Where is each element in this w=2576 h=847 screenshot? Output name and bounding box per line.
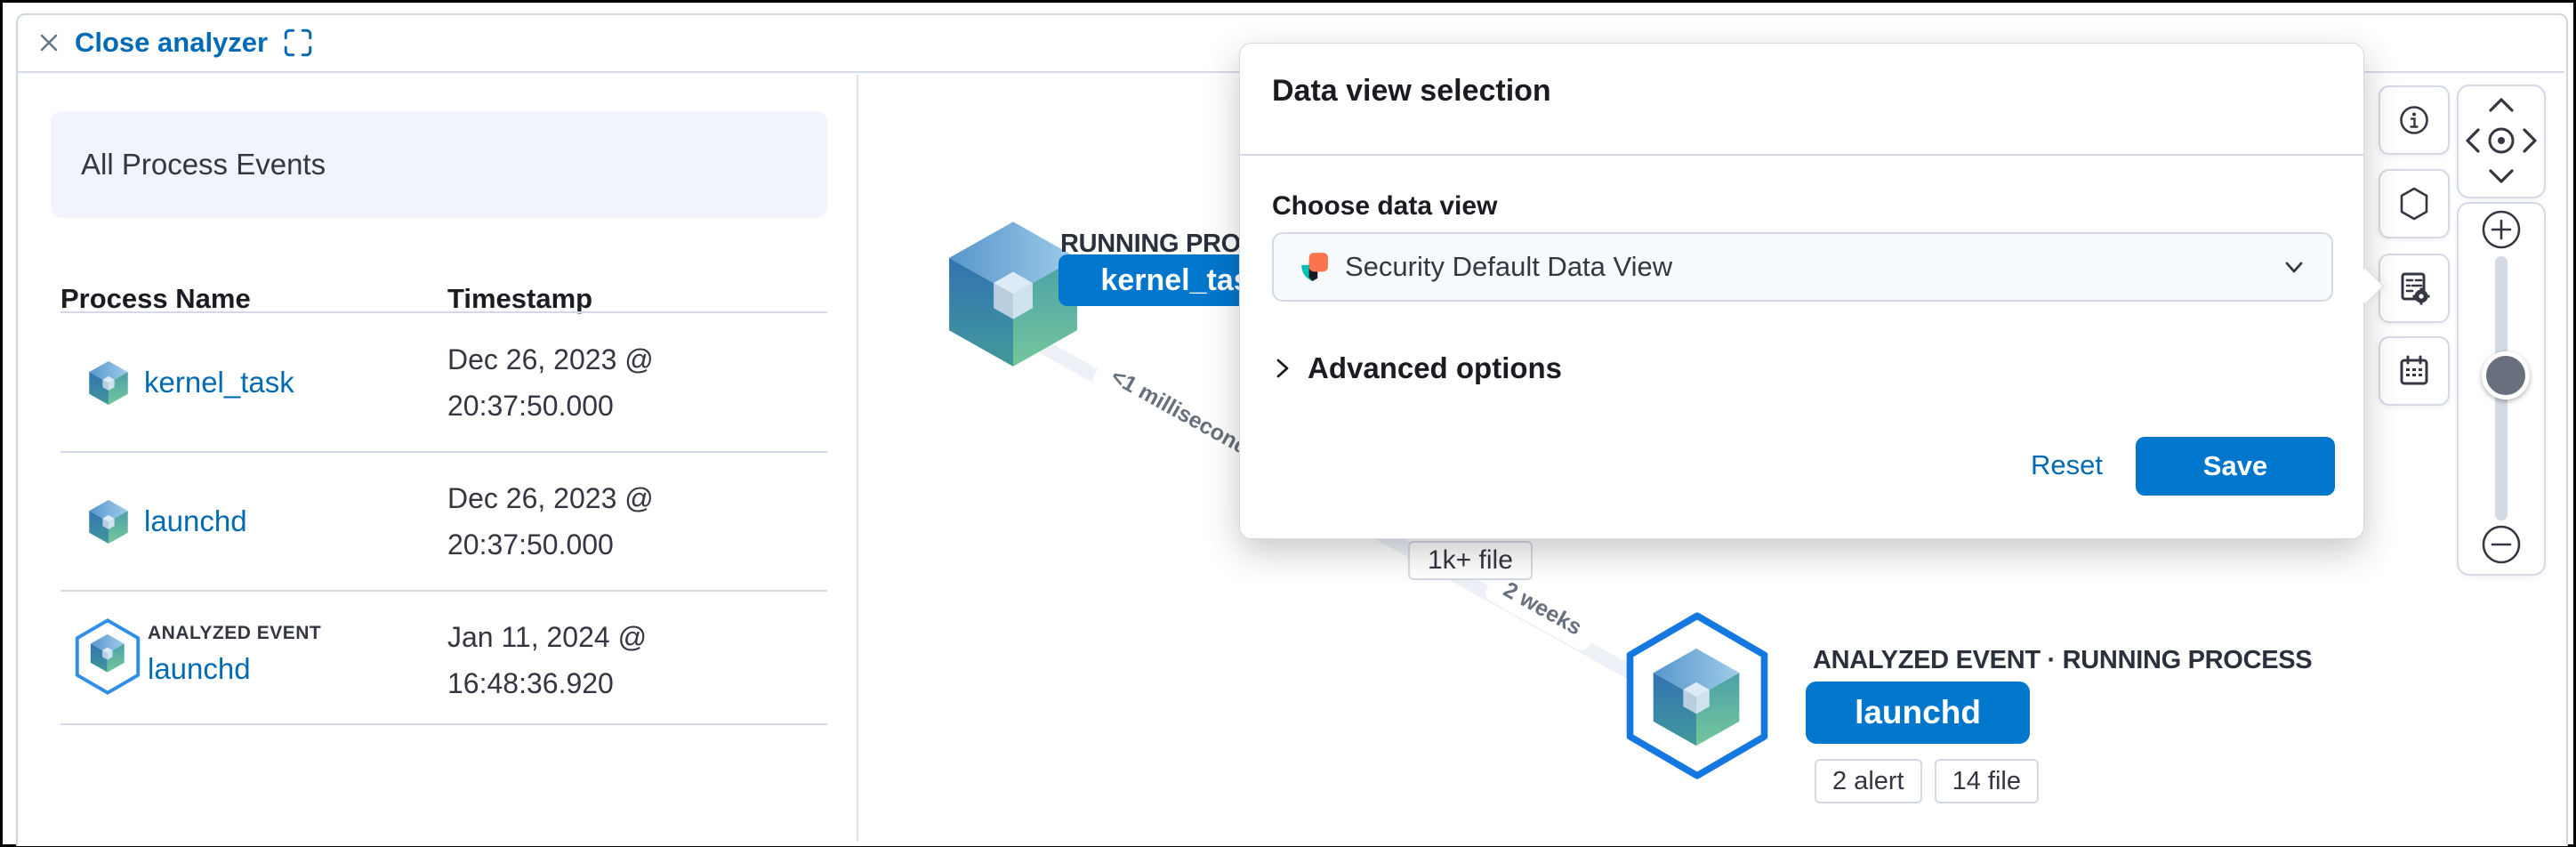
security-logo-icon [1301,253,1328,281]
process-link[interactable]: launchd [148,652,251,685]
node-type-label: ANALYZED EVENT · RUNNING PROCESS [1813,646,2313,674]
zoom-out-button[interactable] [2481,524,2522,565]
column-header-process-name: Process Name [60,283,251,314]
chevron-right-icon [1276,359,1289,378]
table-divider [60,311,827,313]
advanced-options-toggle[interactable]: Advanced options [1272,351,1562,385]
timestamp-cell: Dec 26, 2023 @ 20:37:50.000 [447,475,654,568]
zoom-in-button[interactable] [2481,209,2522,250]
node-badges: 2 alert 14 file [1815,759,2039,803]
timestamp-line: Jan 11, 2024 @ [447,621,648,653]
events-filter-box[interactable]: All Process Events [51,111,827,218]
selected-data-view: Security Default Data View [1345,251,1673,282]
data-view-popover: Data view selection Choose data view Sec… [1239,43,2364,539]
popover-title-divider [1240,154,2363,156]
process-link[interactable]: launchd [144,504,247,537]
timestamp-line: Dec 26, 2023 @ [447,343,654,375]
timestamp-cell: Dec 26, 2023 @ 20:37:50.000 [447,336,654,429]
schema-info-button[interactable] [2379,169,2450,238]
advanced-options-label: Advanced options [1308,351,1563,384]
hexagon-icon [2400,187,2428,221]
close-analyzer-label: Close analyzer [75,26,269,58]
timestamp-line: 16:48:36.920 [447,667,614,699]
panel-graph-divider [857,75,858,842]
timestamp-line: 20:37:50.000 [447,528,614,561]
process-cube-icon [89,499,128,544]
date-picker-button[interactable] [2379,336,2450,406]
alert-count-badge[interactable]: 2 alert [1815,759,1922,803]
analyzed-event-hexagon-icon [75,618,141,695]
pan-right-button[interactable] [2519,125,2540,157]
choose-data-view-label: Choose data view [1272,191,1498,221]
timestamp-line: 20:37:50.000 [447,390,614,422]
node-legend-button[interactable] [2379,85,2450,155]
data-view-select[interactable]: Security Default Data View [1272,232,2333,302]
pan-down-button[interactable] [2485,165,2517,187]
pan-left-button[interactable] [2462,125,2483,157]
zoom-slider-thumb[interactable] [2482,351,2530,399]
reset-button[interactable]: Reset [2031,449,2103,480]
file-count-badge[interactable]: 14 file [1934,759,2039,803]
table-divider [60,723,827,725]
data-view-settings-button[interactable] [2379,254,2450,323]
process-cube-icon [89,360,128,406]
close-analyzer-button[interactable]: Close analyzer [37,27,268,59]
info-icon [2400,106,2428,134]
analyzed-node-hexagon[interactable] [1621,610,1774,781]
column-header-timestamp: Timestamp [447,283,593,314]
chevron-down-icon [2285,262,2303,273]
timestamp-cell: Jan 11, 2024 @ 16:48:36.920 [447,614,647,706]
timestamp-line: Dec 26, 2023 @ [447,482,654,514]
pan-up-button[interactable] [2485,94,2517,116]
file-count-badge[interactable]: 1k+ file [1408,541,1533,580]
process-node-button[interactable]: launchd [1806,682,2030,744]
calendar-icon [2400,355,2428,385]
table-divider [60,451,827,453]
center-graph-button[interactable] [2483,123,2519,158]
gear-glyph [2412,287,2430,305]
popover-title: Data view selection [1272,74,1551,108]
data-view-gear-icon [2401,272,2430,305]
close-icon [40,34,58,51]
events-filter-label: All Process Events [81,148,326,181]
analyzed-event-badge: ANALYZED EVENT [148,623,322,643]
save-button[interactable]: Save [2136,437,2335,496]
table-divider [60,590,827,592]
fullscreen-icon[interactable] [282,27,314,59]
process-link[interactable]: kernel_task [144,366,294,399]
